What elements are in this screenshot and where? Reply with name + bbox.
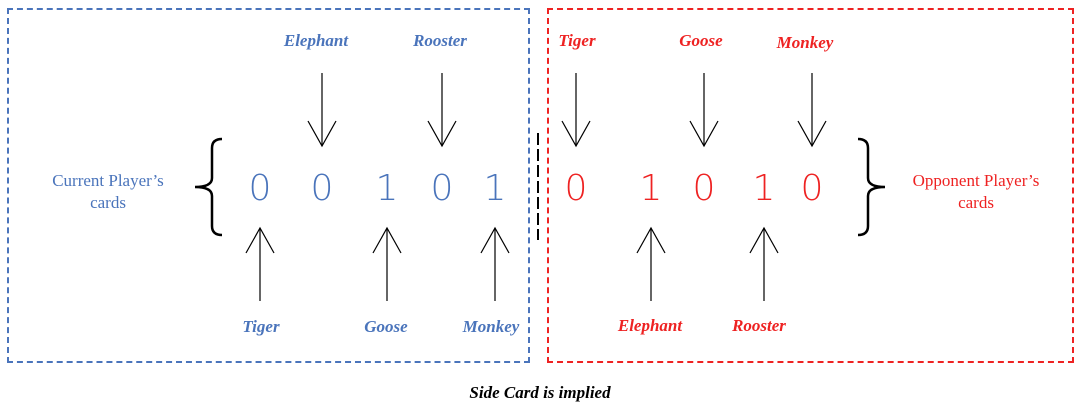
- arrow-up-goose: [372, 226, 402, 301]
- arrow-down-monkey-opp: [797, 73, 827, 148]
- opponent-card-elephant: Elephant: [617, 316, 683, 335]
- arrow-up-tiger: [245, 226, 275, 301]
- arrow-down-goose-opp: [689, 73, 719, 148]
- opponent-bit-5: 0: [800, 168, 824, 209]
- current-player-label-line1: Current Player’s: [52, 171, 164, 190]
- arrow-down-rooster: [427, 73, 457, 148]
- opponent-player-label-line2: cards: [958, 193, 994, 212]
- opponent-card-goose: Goose: [679, 31, 723, 50]
- current-card-goose: Goose: [364, 317, 408, 336]
- current-player-label-line2: cards: [90, 193, 126, 212]
- current-card-monkey: Monkey: [462, 317, 520, 336]
- arrow-down-tiger-opp: [561, 73, 591, 148]
- opponent-bit-2: 1: [639, 168, 663, 209]
- current-card-tiger: Tiger: [242, 317, 280, 336]
- current-bit-3: 1: [375, 168, 399, 209]
- opponent-player-label-line1: Opponent Player’s: [912, 171, 1040, 190]
- arrow-down-elephant: [307, 73, 337, 148]
- opponent-bit-1: 0: [564, 168, 588, 209]
- current-player-region: [7, 8, 530, 363]
- opponent-player-brace: [857, 137, 886, 237]
- arrow-up-monkey: [480, 226, 510, 301]
- arrow-up-rooster-opp: [749, 226, 779, 301]
- current-player-brace: [194, 137, 223, 237]
- arrow-up-elephant-opp: [636, 226, 666, 301]
- current-bit-1: 0: [248, 168, 272, 209]
- opponent-bit-3: 0: [692, 168, 716, 209]
- current-card-elephant: Elephant: [283, 31, 349, 50]
- current-player-label: Current Player’s cards: [27, 170, 189, 214]
- current-bit-2: 0: [310, 168, 334, 209]
- opponent-bit-4: 1: [752, 168, 776, 209]
- opponent-player-region: [547, 8, 1074, 363]
- footer-caption: Side Card is implied: [469, 383, 611, 402]
- opponent-card-rooster: Rooster: [732, 316, 786, 335]
- opponent-card-tiger: Tiger: [558, 31, 596, 50]
- current-card-rooster: Rooster: [413, 31, 467, 50]
- current-bit-4: 0: [430, 168, 454, 209]
- opponent-card-monkey: Monkey: [776, 33, 834, 52]
- opponent-player-label: Opponent Player’s cards: [891, 170, 1061, 214]
- current-bit-5: 1: [483, 168, 507, 209]
